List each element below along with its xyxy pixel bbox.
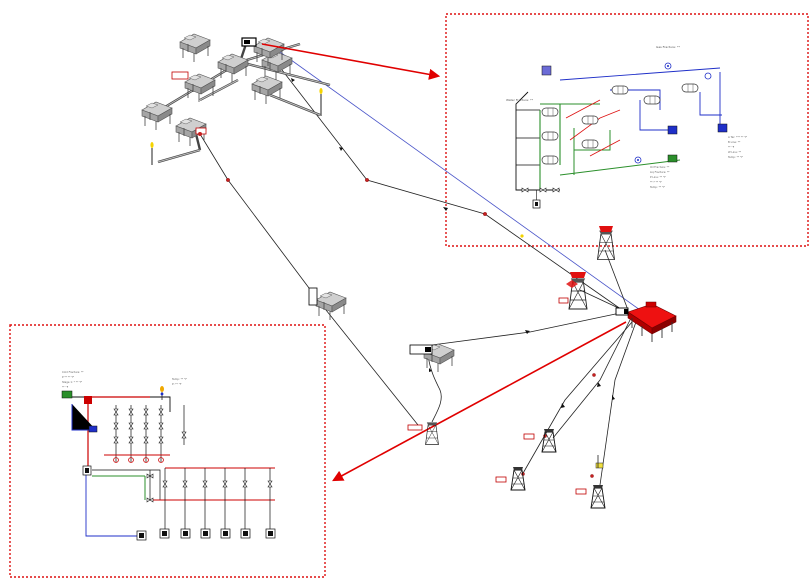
separator-vessel-icon bbox=[582, 116, 598, 124]
pipeline-se-3 bbox=[600, 322, 636, 485]
pipeline-nodes bbox=[226, 178, 595, 477]
drilling-derrick-icon bbox=[511, 467, 525, 490]
separator-vessel-icon bbox=[612, 86, 628, 94]
northwest-platform-complex bbox=[142, 34, 330, 165]
drilling-derrick-icon bbox=[542, 429, 556, 452]
tank-icon bbox=[62, 391, 72, 398]
se-block-3: P Line: ** °F bbox=[650, 175, 666, 179]
se-yellow-module bbox=[596, 463, 603, 468]
pipeline-mid-down bbox=[428, 355, 441, 422]
separator-vessel-icon bbox=[542, 132, 558, 140]
well-valves bbox=[114, 409, 186, 443]
mid-tower-tag bbox=[408, 425, 422, 430]
se-block-1: Oil Fracture: ** bbox=[650, 165, 670, 169]
separator-vessel-icon bbox=[542, 156, 558, 164]
drilling-derrick-icon bbox=[591, 485, 605, 508]
manifold-valves bbox=[147, 474, 272, 502]
red-tower-ne bbox=[598, 226, 615, 260]
red-tower-mid bbox=[566, 272, 587, 309]
valve-icon bbox=[553, 188, 559, 192]
nw-block-1: Cold Fracture: ** bbox=[62, 370, 84, 374]
se-block-5: Temp: ** °F bbox=[650, 185, 665, 189]
pipeline-mid-to-hub bbox=[432, 312, 625, 345]
tank-icon bbox=[89, 426, 97, 432]
nw-platform-2 bbox=[218, 54, 248, 82]
nw-block-3: Stage 1: * ** °F bbox=[62, 380, 83, 384]
ne-detail-label-1: Water Fracture: ** bbox=[506, 98, 534, 102]
ne-detail-label-3: Temp: ** °F bbox=[728, 155, 743, 159]
pump-icon bbox=[635, 157, 641, 163]
pipeline-west-spur bbox=[200, 134, 318, 300]
valve-icon bbox=[540, 188, 546, 192]
se-block-2: Liq Fracture: ** bbox=[650, 170, 670, 174]
tank-icon bbox=[668, 155, 677, 162]
callout-frame-northeast bbox=[446, 14, 808, 246]
pipeline-se-2 bbox=[522, 322, 632, 475]
southwest-manifold-detail: Cold Fracture: ** P ** ** °F Stage 1: * … bbox=[62, 370, 275, 540]
flare-stack-icon bbox=[319, 88, 322, 116]
ne-detail-label-2: W Line: ** bbox=[728, 150, 742, 154]
pipeline-network bbox=[200, 42, 640, 485]
se-tag-3 bbox=[576, 489, 586, 494]
se-tag-1 bbox=[524, 434, 534, 439]
ne-top-label: Gas Fracture: ** bbox=[656, 45, 680, 49]
yellow-junction-node bbox=[520, 234, 523, 237]
se-tag-2 bbox=[496, 477, 506, 482]
separator-vessel-icon bbox=[644, 96, 660, 104]
lattice-tower-icon bbox=[426, 422, 439, 444]
tank-icon bbox=[542, 66, 551, 75]
separator-vessel-icon bbox=[582, 140, 598, 148]
ne-block-1: A Ter: *** ** °F bbox=[728, 135, 747, 139]
callout-frame-southwest bbox=[10, 325, 325, 577]
tank-icon bbox=[668, 126, 677, 134]
northeast-process-detail: Water Fracture: ** Gas Fracture: ** A Te… bbox=[506, 45, 747, 208]
nw-platform-3 bbox=[185, 74, 215, 102]
separator-vessel-icon bbox=[682, 84, 698, 92]
tank-icon bbox=[718, 124, 727, 132]
pump-icon bbox=[705, 73, 711, 79]
ne-block-3: ** °F bbox=[728, 145, 735, 149]
nw-block-2: P ** ** °F bbox=[62, 375, 75, 379]
pipeline-west-lower bbox=[318, 300, 418, 425]
separator-vessel-icon bbox=[542, 108, 558, 116]
pig-launcher-tag bbox=[309, 288, 317, 305]
flow-direction-markers bbox=[291, 78, 615, 408]
valve-icon bbox=[522, 188, 528, 192]
nw-block-4: ** °F bbox=[62, 385, 69, 389]
nw-block-5: Temp: ** °F bbox=[172, 377, 187, 381]
nw-platform-4 bbox=[142, 102, 172, 130]
flare-stack-icon bbox=[160, 386, 164, 400]
ne-block-2: B Line: ** bbox=[728, 140, 741, 144]
nw-tag-red bbox=[172, 72, 188, 79]
nw-block-6: P: ** °F bbox=[172, 382, 182, 386]
nw-platform-1 bbox=[180, 34, 210, 62]
pipeline-nw-to-hub bbox=[262, 44, 625, 312]
flare-stack-icon bbox=[150, 142, 153, 165]
callout-arrow-to-southwest bbox=[334, 322, 626, 480]
pump-icon bbox=[665, 63, 671, 69]
nw-platform-6 bbox=[252, 76, 282, 104]
se-block-4: **:* ** °F bbox=[650, 180, 662, 184]
red-tower-tag bbox=[559, 298, 568, 303]
pipeline-tower-ne bbox=[605, 250, 628, 310]
